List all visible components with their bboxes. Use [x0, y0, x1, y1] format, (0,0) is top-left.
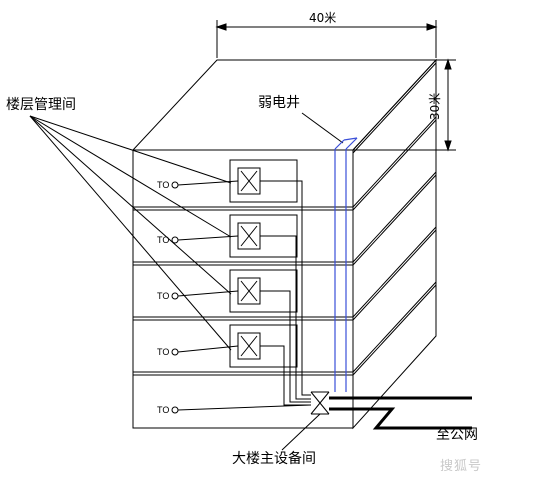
height-arrow-bottom	[444, 140, 452, 152]
floor-room-box-3	[229, 269, 298, 313]
public-network-link	[329, 396, 472, 430]
floor-rooms-label: 楼层管理间	[6, 97, 76, 113]
floor-room-leader-3	[29, 115, 232, 295]
side-floor-line-0	[352, 62, 437, 154]
outlet-label-4: TO	[157, 347, 170, 357]
width-dimension-label: 40米	[309, 11, 337, 25]
outlet-circle-4	[171, 348, 179, 356]
side-floor-line-1	[352, 116, 437, 208]
floor-room-leader-4	[29, 115, 232, 351]
outlet-label-5: TO	[157, 405, 170, 415]
shaft-leader	[301, 112, 344, 144]
outlet-label-1: TO	[157, 180, 170, 190]
switch-symbol-4	[237, 332, 261, 360]
outlet-label-2: TO	[157, 235, 170, 245]
riser-cable-2	[260, 235, 311, 400]
main-room-leader	[281, 413, 321, 451]
building-right-face	[352, 58, 437, 430]
outlet-circle-1	[171, 181, 179, 189]
switch-symbol-3	[237, 277, 261, 305]
switch-symbol-2	[237, 222, 261, 250]
building-front-face	[132, 149, 354, 429]
width-arrow-right	[426, 23, 438, 31]
side-floor-line-6	[352, 229, 437, 321]
shaft-label: 弱电井	[258, 95, 300, 111]
floor-room-box-4	[229, 324, 298, 368]
outlet-link-5	[177, 404, 312, 411]
main-room-label: 大楼主设备间	[232, 451, 316, 467]
main-switch-symbol	[310, 391, 330, 415]
riser-cable-4	[260, 345, 311, 406]
side-floor-line-7	[352, 281, 437, 373]
outlet-link-4	[177, 345, 239, 353]
public-network-label: 至公网	[436, 427, 478, 443]
side-floor-line-3	[352, 171, 437, 263]
outlet-link-1	[177, 180, 239, 186]
outlet-link-2	[177, 235, 239, 241]
outlet-circle-3	[171, 292, 179, 300]
floor-room-leader-1	[29, 115, 232, 184]
switch-symbol-1	[237, 167, 261, 195]
watermark: 搜狐号	[440, 459, 483, 474]
side-floor-line-5	[352, 226, 437, 318]
outlet-label-3: TO	[157, 291, 170, 301]
height-dimension-label: 30米	[428, 92, 442, 120]
side-floor-line-4	[352, 174, 437, 266]
outlet-circle-5	[171, 406, 179, 414]
floor-room-leader-2	[29, 115, 232, 238]
weak-current-shaft	[334, 137, 358, 392]
riser-cable-1	[260, 180, 311, 396]
height-arrow-top	[444, 58, 452, 70]
riser-cable-3	[260, 290, 311, 403]
outlet-circle-2	[171, 236, 179, 244]
side-floor-line-2	[352, 119, 437, 211]
width-arrow-left	[215, 23, 227, 31]
side-floor-line-8	[352, 284, 437, 376]
